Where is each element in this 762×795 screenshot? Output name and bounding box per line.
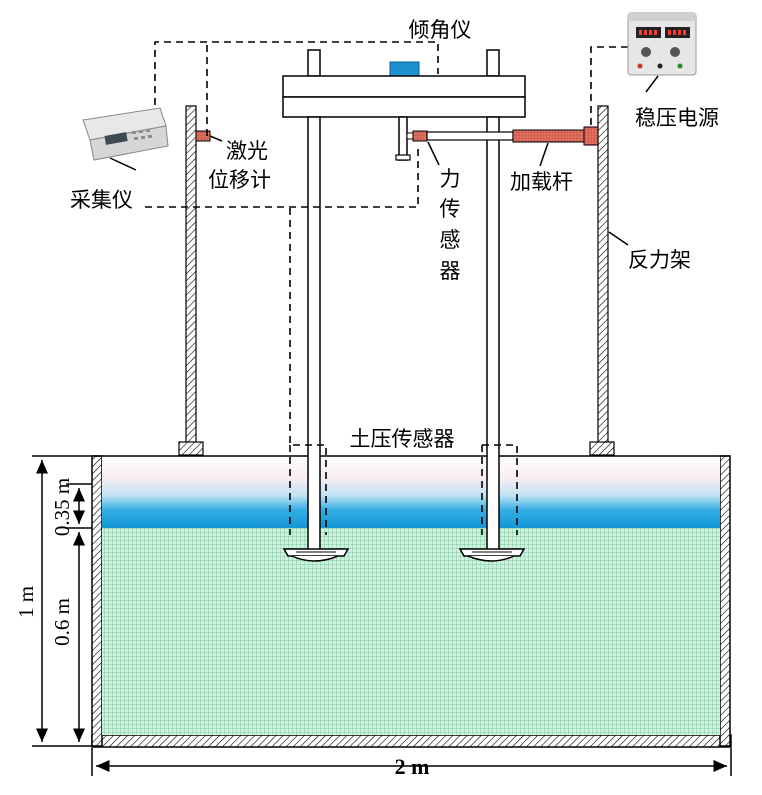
dim-lower-layer: 0.6 m — [50, 598, 74, 646]
labels: 倾角仪 稳压电源 激光 位移计 采集仪 力 传 感 器 加载杆 反力架 土压传感… — [70, 18, 719, 451]
tank-bottom-wall — [91, 734, 732, 748]
inclinometer-block — [389, 61, 420, 77]
piles — [282, 116, 526, 562]
signal-cables — [145, 41, 628, 535]
label-reaction-frame: 反力架 — [628, 248, 691, 272]
label-soil-pressure-sensor: 土压传感器 — [350, 427, 455, 451]
label-inclinometer: 倾角仪 — [409, 18, 472, 42]
loading-rod — [426, 131, 514, 141]
reaction-frame — [178, 105, 615, 456]
dimension-lines — [32, 455, 732, 776]
label-laser-line1: 激光 — [226, 139, 268, 163]
force-sensor-assembly — [395, 116, 599, 161]
dim-total-height: 1 m — [14, 586, 38, 618]
tank-left-wall — [91, 455, 103, 747]
water-layer — [102, 456, 720, 528]
right-post — [597, 105, 609, 447]
label-force-4: 器 — [440, 259, 461, 283]
right-post-base — [589, 441, 615, 456]
left-pile — [307, 116, 321, 551]
laser-displacement-gauge — [195, 130, 211, 142]
tank-right-wall — [719, 455, 731, 747]
right-pile-footing — [458, 548, 526, 562]
label-force-2: 传 — [440, 197, 461, 221]
label-loading-rod: 加载杆 — [510, 170, 573, 194]
force-sensor — [412, 130, 428, 142]
dim-tank-width: 2 m — [395, 754, 430, 779]
tank — [91, 455, 732, 748]
power-supply-device — [627, 12, 697, 76]
left-pile-footing — [282, 548, 350, 562]
label-force-1: 力 — [440, 167, 461, 191]
label-data-logger: 采集仪 — [70, 188, 133, 212]
left-post-base — [178, 441, 204, 456]
right-pile — [486, 116, 500, 551]
loading-rod-actuator — [512, 129, 585, 143]
left-post — [185, 105, 197, 447]
label-laser-line2: 位移计 — [208, 168, 271, 192]
dimension-labels: 0.35 m 0.6 m 1 m 2 m — [14, 478, 429, 779]
leader-lines — [109, 75, 659, 246]
dim-upper-layer: 0.35 m — [50, 478, 74, 536]
label-power-supply: 稳压电源 — [635, 106, 719, 130]
loading-beam — [282, 49, 526, 118]
data-logger-device — [82, 107, 169, 161]
label-force-3: 感 — [440, 228, 461, 252]
soil-layer — [102, 528, 720, 735]
